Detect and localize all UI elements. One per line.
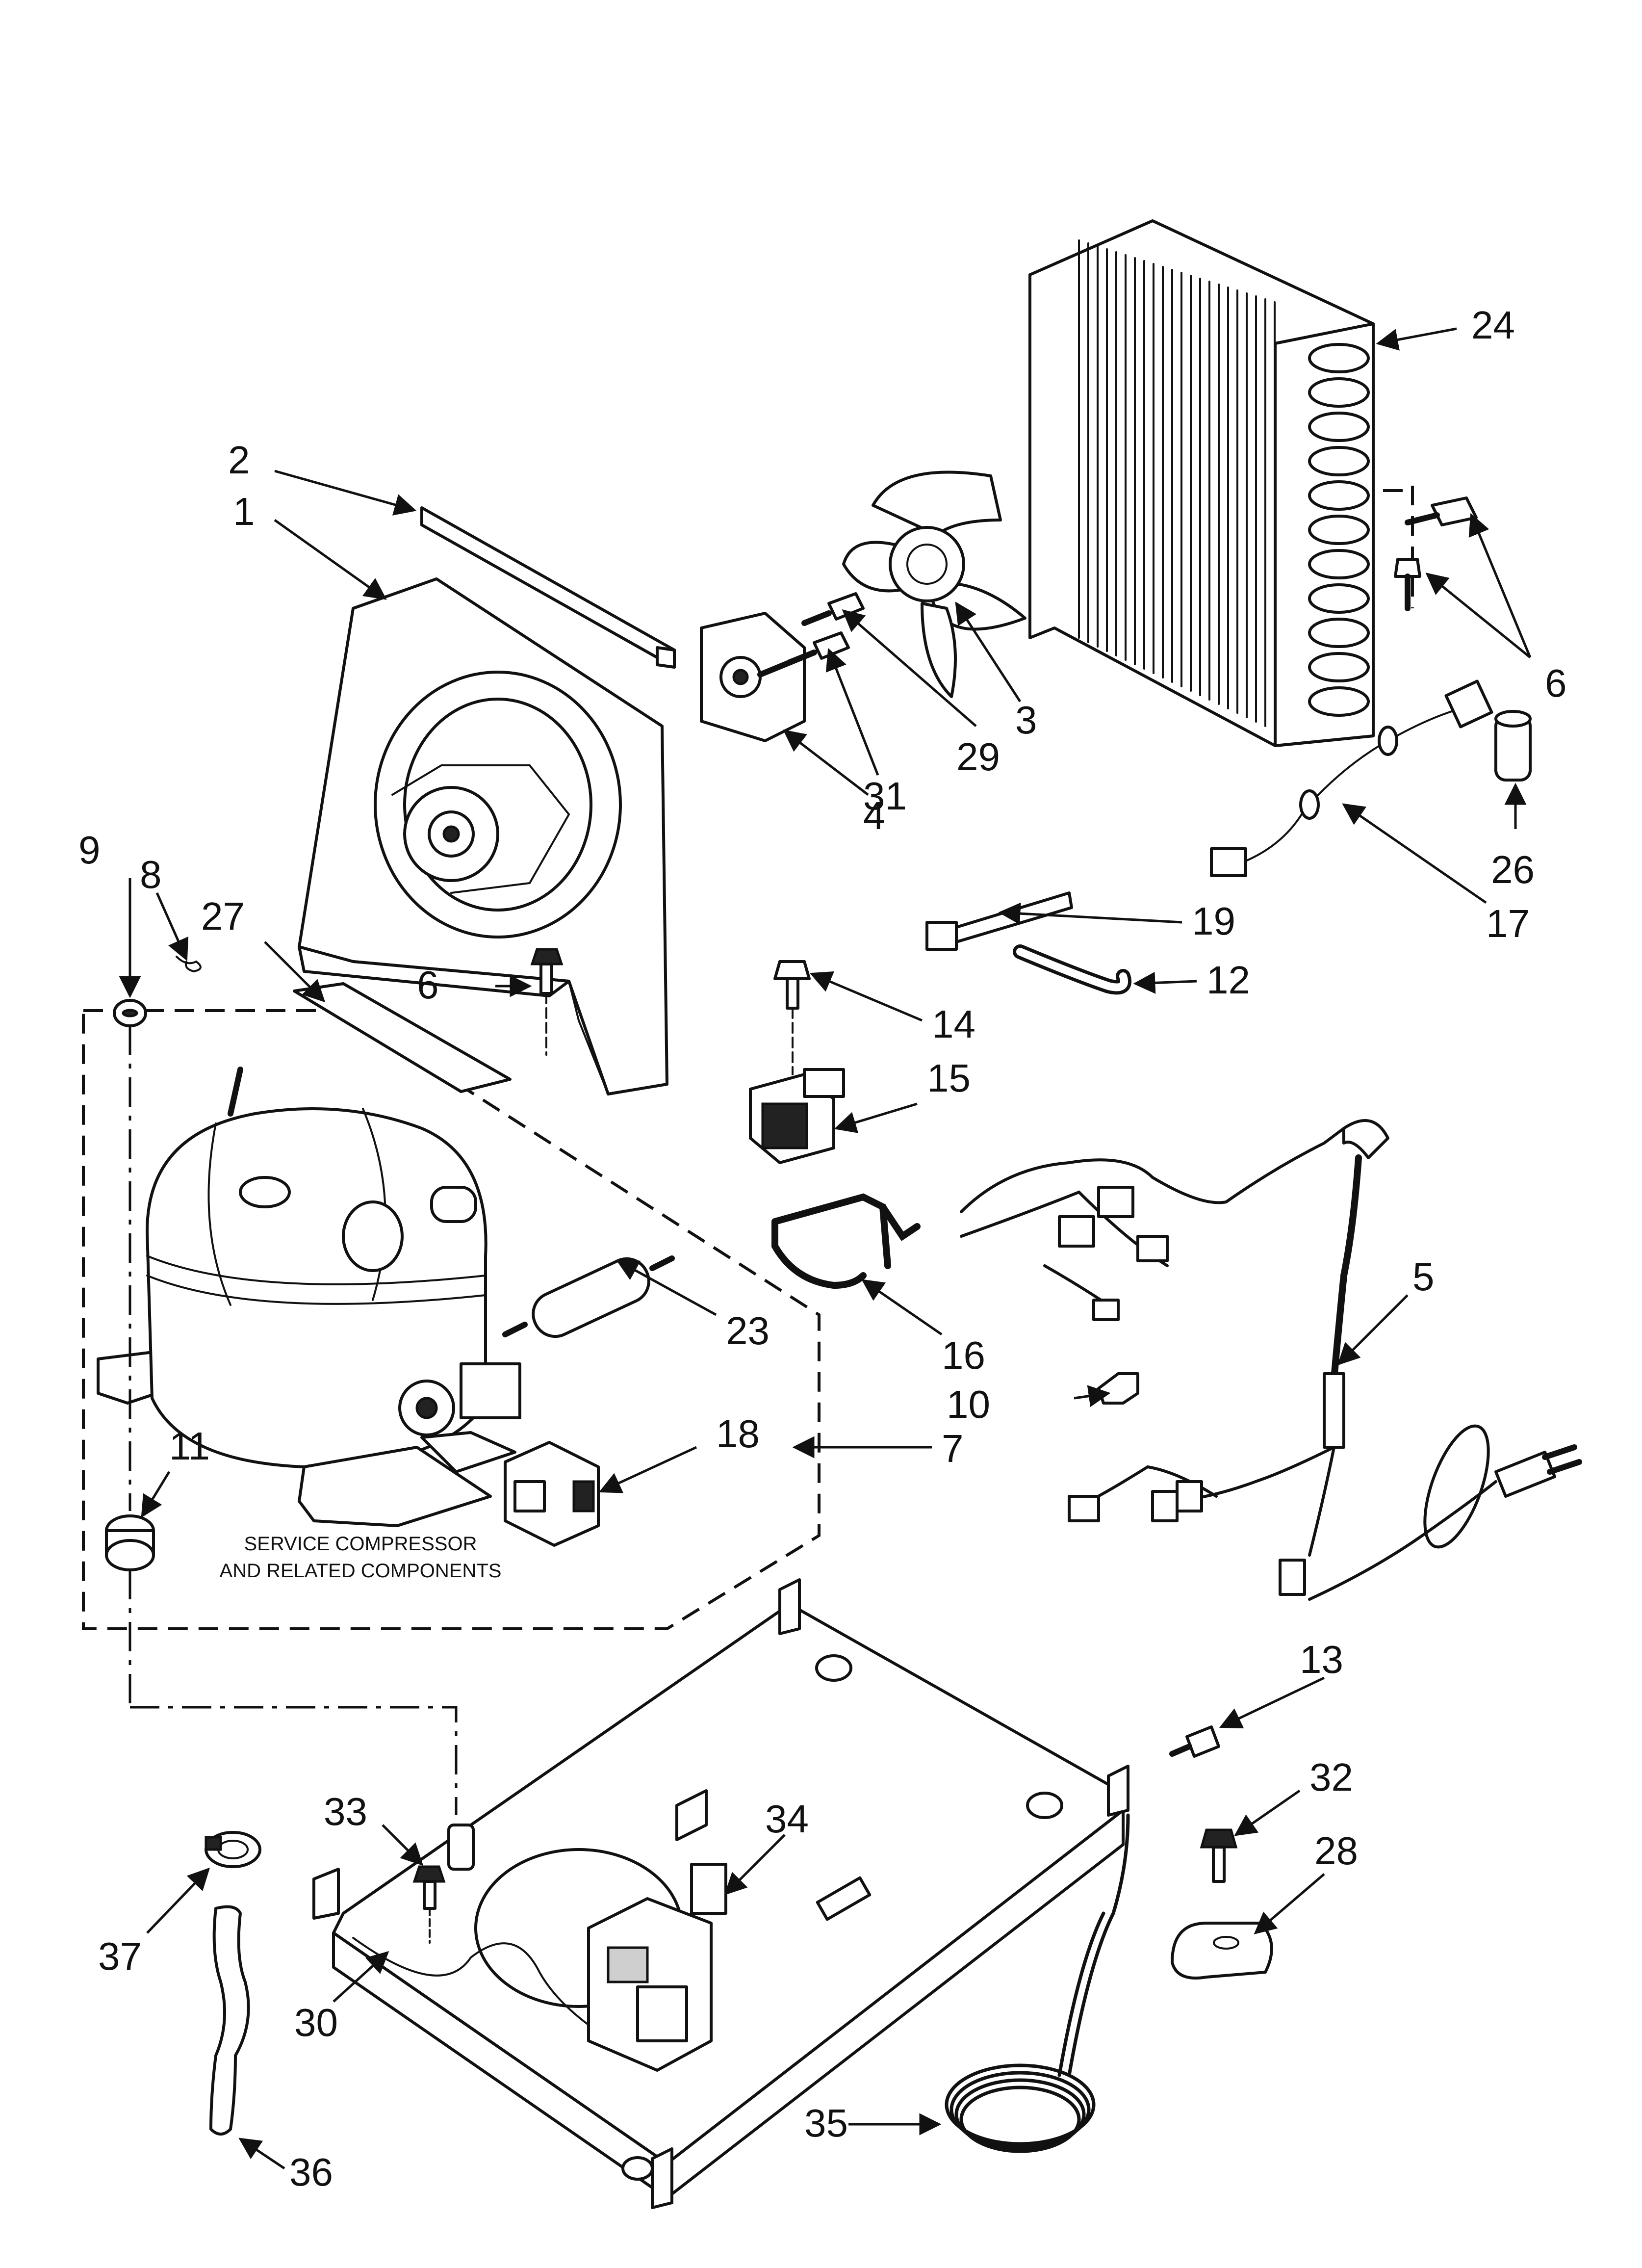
part-27-bracket (293, 982, 512, 1093)
part-16-bracket-wire (771, 1193, 921, 1289)
part-35-coil-tube (945, 1813, 1130, 2153)
callout-6-right: 6 (1545, 661, 1567, 705)
callout-34: 34 (765, 1797, 809, 1841)
callout-32: 32 (1309, 1755, 1353, 1799)
condenser-coil-loop (1308, 652, 1370, 682)
part-19-cable-tie (925, 891, 1073, 951)
part-37-hose-clamp (205, 1831, 261, 1868)
condenser-coil-loop (1308, 583, 1370, 614)
part-29-screw (801, 592, 865, 626)
part-2-strip (420, 506, 676, 669)
part-31-screw (787, 631, 850, 665)
part-15-solenoid (749, 1068, 845, 1164)
callout-24: 24 (1471, 303, 1515, 347)
callout-31: 31 (863, 774, 907, 818)
callout-28: 28 (1314, 1829, 1358, 1873)
condenser-coil-loop (1308, 343, 1370, 373)
callout-37: 37 (98, 1934, 142, 1978)
callout-36: 36 (289, 2150, 333, 2194)
callout-12: 12 (1206, 958, 1250, 1002)
callout-17: 17 (1486, 902, 1530, 945)
part-23-drier (502, 1255, 675, 1338)
callout-11: 11 (169, 1424, 210, 1468)
callout-labels: 2 1 3 4 5 6 6 7 8 9 10 11 12 13 14 15 16… (78, 303, 1567, 2194)
callout-3: 3 (1015, 698, 1037, 742)
callout-13: 13 (1300, 1638, 1343, 1681)
part-30-tab (447, 1824, 475, 1871)
part-3-fan-blade (842, 470, 1026, 698)
callout-2: 2 (228, 438, 250, 482)
callout-1: 1 (233, 490, 255, 533)
part-9-grommet (113, 999, 147, 1511)
part-34-valve (587, 1863, 727, 2072)
part-10-clip (1097, 1372, 1139, 1405)
callout-5: 5 (1412, 1255, 1435, 1299)
callout-8: 8 (140, 853, 162, 896)
callout-27: 27 (201, 894, 245, 938)
condenser-coil-loop (1308, 686, 1370, 717)
callout-19: 19 (1192, 899, 1235, 943)
condenser-coil-loop (1308, 515, 1370, 545)
callout-14: 14 (932, 1002, 975, 1046)
callout-29: 29 (956, 735, 1000, 779)
part-36-hose (209, 1905, 250, 2136)
part-17-wire-lead (1210, 679, 1493, 877)
callout-10: 10 (947, 1382, 990, 1426)
callout-35: 35 (804, 2101, 848, 2145)
callout-18: 18 (716, 1412, 760, 1456)
compressor (97, 1067, 521, 1527)
part-8-clip (176, 956, 202, 973)
condenser-coil-loop (1308, 412, 1370, 442)
callout-15: 15 (927, 1056, 971, 1100)
callout-9: 9 (78, 828, 101, 872)
callout-23: 23 (726, 1309, 770, 1353)
condenser-coil-loop (1308, 480, 1370, 511)
callout-26: 26 (1491, 848, 1535, 891)
part-4-fan-motor (700, 612, 817, 742)
part-24-condenser (1028, 219, 1414, 747)
callout-7: 7 (942, 1427, 964, 1470)
part-14-screw (773, 960, 811, 1075)
part-13-screw (1169, 1725, 1220, 1758)
part-28-clamp (1171, 1922, 1273, 1980)
callout-30: 30 (294, 2001, 338, 2044)
condenser-coil-loop (1308, 549, 1370, 579)
part-11-grommet (105, 1514, 458, 1815)
part-33-screw (412, 1865, 446, 1944)
condenser-coil-loop (1308, 446, 1370, 476)
callout-6-left: 6 (417, 963, 439, 1007)
part-32-screw (1200, 1828, 1238, 1883)
part-1-fan-shroud (298, 577, 668, 1095)
part-18-relay (504, 1441, 600, 1547)
condenser-coil-loop (1308, 618, 1370, 648)
callout-33: 33 (324, 1790, 367, 1833)
condenser-coil-loop (1308, 377, 1370, 408)
service-note-line1: SERVICE COMPRESSOR (244, 1533, 477, 1555)
callout-leaders (119, 327, 1532, 2170)
part-26-capacitor (1494, 710, 1532, 782)
callout-16: 16 (942, 1333, 985, 1377)
callout-4: 4 (863, 794, 885, 837)
part-5-wire-harness (960, 1119, 1582, 1601)
part-6-screws-right (1394, 496, 1478, 611)
service-note-line2: AND RELATED COMPONENTS (220, 1560, 502, 1582)
part-6-screw-left (530, 948, 564, 1056)
